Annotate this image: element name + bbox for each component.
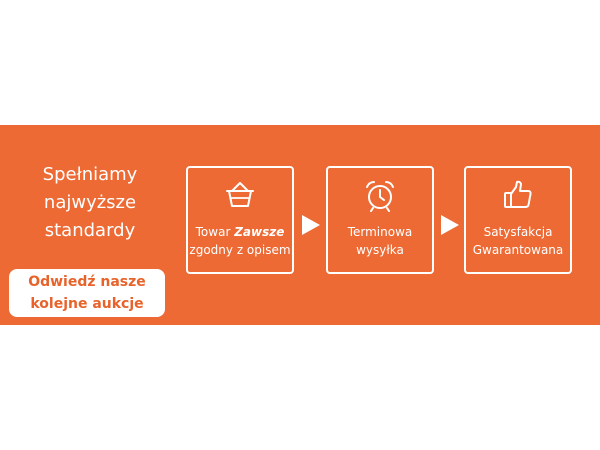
feature-3-line-2: Gwarantowana — [472, 243, 564, 257]
feature-1-line-2: zgodny z opisem — [189, 243, 291, 257]
feature-text-1: Towar Zawsze zgodny z opisem — [188, 223, 292, 259]
feature-1-plain: Towar — [195, 225, 235, 239]
feature-card-as-described: Towar Zawsze zgodny z opisem — [186, 166, 294, 274]
feature-2-line-1: Terminowa — [347, 225, 413, 239]
feature-text-2: Terminowa wysyłka — [328, 223, 432, 259]
feature-3-line-1: Satysfakcja — [483, 225, 553, 239]
visit-button-line-1: Odwiedź nasze — [28, 274, 146, 290]
feature-1-emphasis: Zawsze — [234, 225, 285, 239]
feature-text-3: Satysfakcja Gwarantowana — [466, 223, 570, 259]
thumbs-up-icon — [504, 180, 532, 208]
basket-icon — [226, 182, 254, 207]
headline: Spełniamy najwyższe standardy — [0, 161, 180, 245]
feature-card-satisfaction: Satysfakcja Gwarantowana — [464, 166, 572, 274]
visit-button-line-2: kolejne aukcje — [30, 296, 144, 312]
feature-1-line-1: Towar Zawsze — [188, 223, 292, 241]
headline-line-2: standardy — [44, 220, 136, 241]
arrow-right-icon — [302, 215, 320, 235]
feature-card-timely-shipping: Terminowa wysyłka — [326, 166, 434, 274]
headline-line-1: Spełniamy najwyższe — [42, 164, 138, 213]
visit-auctions-button[interactable]: Odwiedź nasze kolejne aukcje — [9, 269, 165, 317]
standards-banner: Spełniamy najwyższe standardy Odwiedź na… — [0, 125, 600, 325]
alarm-clock-icon — [366, 181, 394, 212]
feature-2-line-2: wysyłka — [356, 243, 404, 257]
arrow-right-icon — [441, 215, 459, 235]
